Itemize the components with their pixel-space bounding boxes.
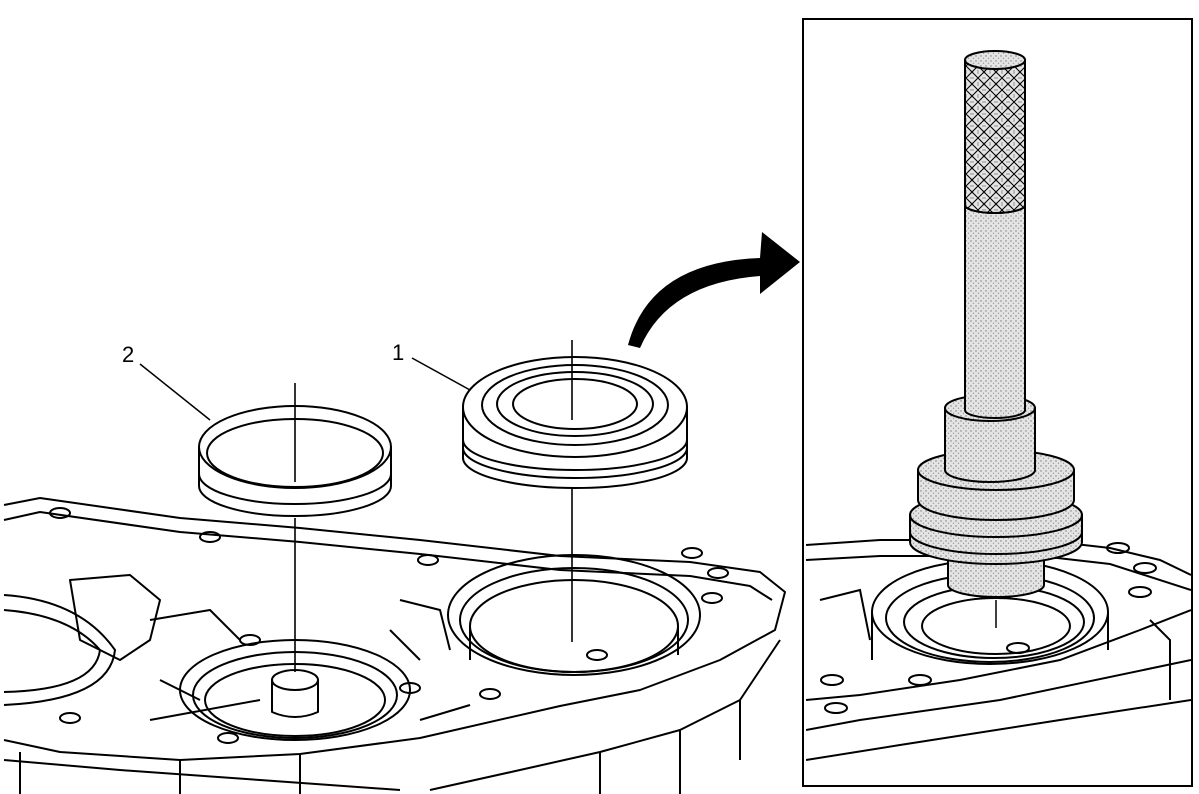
transmission-case — [3, 497, 786, 794]
bearing-seal — [462, 356, 688, 489]
callout-2: 2 — [122, 342, 134, 367]
knurled-handle-icon — [964, 59, 1026, 214]
bolt-holes — [49, 507, 729, 744]
bearing-bore-1 — [447, 554, 701, 676]
seal-installer-tool — [909, 50, 1083, 598]
callout-1: 1 — [392, 340, 404, 365]
inset-detail — [806, 50, 1191, 761]
leader-lines — [139, 357, 471, 421]
alignment-lines — [294, 340, 573, 672]
curved-arrow-right-icon — [628, 232, 800, 348]
